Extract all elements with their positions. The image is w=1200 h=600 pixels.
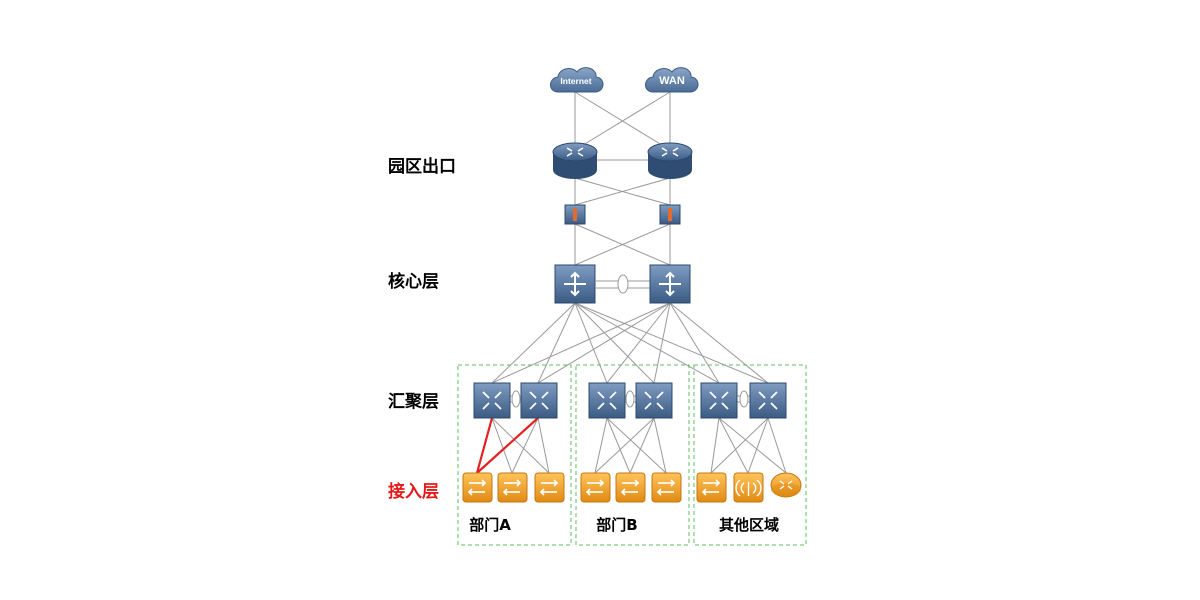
layer-label-access: 接入层 (388, 481, 439, 502)
aggregation-arrows-icon (709, 391, 729, 410)
access-switch-b2 (615, 472, 646, 503)
aggregation-switch-b2 (635, 382, 673, 419)
core-switch-left (554, 264, 596, 304)
aggregation-switch-a2 (520, 382, 558, 419)
aggregation-switch-a1 (473, 382, 511, 419)
access-switch-arrows-icon (701, 479, 721, 496)
links (491, 91, 787, 474)
core-switch-right (649, 264, 691, 304)
layer-label-egress: 园区出口 (388, 156, 456, 177)
access-switch-arrows-icon (585, 479, 605, 496)
access-switch-arrows-icon (656, 479, 676, 496)
firewall-left (564, 204, 586, 225)
highlighted-access-links (475, 417, 539, 474)
access-switch-a1 (462, 472, 493, 503)
access-switch-arrows-icon (502, 479, 522, 496)
firewall-right (659, 204, 681, 225)
access-switch-a3 (534, 472, 565, 503)
core-switch-arrows-icon (564, 271, 586, 297)
group-labels: 部门A 部门B 其他区域 (469, 516, 779, 534)
layer-labels: 园区出口 核心层 汇聚层 接入层 (388, 156, 456, 502)
aggregation-arrows-icon (758, 391, 778, 410)
wifi-antenna-icon (735, 479, 762, 497)
firewall-icon (668, 208, 672, 221)
router-left (552, 142, 598, 179)
router-arrows-icon (566, 147, 584, 157)
wan-cloud-label: WAN (659, 75, 685, 87)
group-label-dept-b: 部门B (596, 516, 637, 534)
group-boxes (457, 364, 807, 546)
access-switch-b1 (580, 472, 611, 503)
access-devices (462, 472, 802, 503)
group-box-dept-a (457, 364, 572, 546)
internet-cloud-label: Internet (560, 76, 591, 86)
aggregation-arrows-icon (482, 391, 502, 410)
router-right (647, 142, 693, 179)
firewall-icon (573, 208, 577, 221)
access-switch-arrows-icon (620, 479, 640, 496)
core-stack-link (596, 274, 650, 294)
aggregation-arrows-icon (529, 391, 549, 410)
access-switch-arrows-icon (467, 479, 487, 496)
wireless-controller (770, 472, 802, 498)
group-label-dept-a: 部门A (469, 516, 511, 534)
aggregation-arrows-icon (644, 391, 664, 410)
internet-cloud: Internet (550, 67, 604, 93)
group-box-other (693, 364, 807, 546)
core-switch-arrows-icon (659, 271, 681, 297)
aggregation-switch-c1 (700, 382, 738, 419)
group-box-dept-b (575, 364, 690, 546)
aggregation-switch-c2 (749, 382, 787, 419)
router-arrows-icon (661, 147, 679, 157)
access-switch-arrows-icon (539, 479, 559, 496)
access-switch-c1 (696, 472, 727, 503)
aggregation-switches (473, 382, 787, 419)
aggregation-stack-links (510, 390, 751, 408)
controller-arrows-icon (779, 480, 793, 490)
access-switch-b3 (651, 472, 682, 503)
wireless-ap (733, 472, 764, 503)
aggregation-arrows-icon (597, 391, 617, 410)
group-label-other: 其他区域 (719, 516, 779, 534)
aggregation-switch-b1 (588, 382, 626, 419)
layer-label-aggregation: 汇聚层 (388, 392, 439, 412)
wan-cloud: WAN (645, 67, 699, 93)
layer-label-core: 核心层 (388, 271, 439, 292)
access-switch-a2 (497, 472, 528, 503)
